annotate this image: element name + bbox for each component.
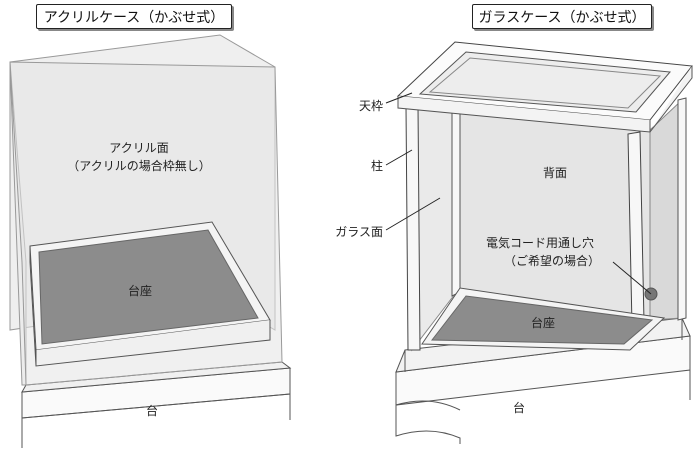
glass-right-panel bbox=[649, 98, 683, 321]
glass-pedestal-label: 台座 bbox=[530, 316, 556, 330]
leader-pillar bbox=[385, 149, 413, 166]
glass-case-drawing bbox=[395, 41, 693, 444]
pillar-back-left bbox=[451, 91, 461, 297]
glass-case-title: ガラスケース（かぶせ式） bbox=[472, 4, 652, 29]
acrylic-case-title: アクリルケース（かぶせ式） bbox=[36, 4, 232, 29]
acrylic-pedestal-label: 台座 bbox=[127, 284, 153, 298]
top-frame-label: 天枠 bbox=[358, 99, 383, 113]
pillar-front-left bbox=[405, 105, 421, 351]
top-frame-inner bbox=[418, 51, 671, 113]
leader-top-frame bbox=[385, 92, 413, 104]
leader-glass-face bbox=[385, 197, 441, 231]
cord-hole-label: 電気コード用通し穴 bbox=[485, 236, 595, 250]
leader-lines bbox=[385, 92, 652, 295]
acrylic-case-drawing bbox=[9, 34, 292, 448]
back-face-label: 背面 bbox=[542, 166, 568, 180]
cord-note-label: （ご希望の場合） bbox=[503, 254, 601, 268]
pillar-label: 柱 bbox=[370, 159, 383, 173]
acrylic-base-label: 台 bbox=[145, 404, 159, 418]
glass-face-label: ガラス面 bbox=[335, 225, 383, 239]
pillar-back-right bbox=[677, 97, 687, 321]
acrylic-pedestal-top bbox=[38, 229, 259, 345]
acrylic-note-label: （アクリルの場合枠無し） bbox=[67, 159, 211, 173]
glass-pedestal-top bbox=[430, 295, 654, 345]
leader-cord-hole bbox=[612, 261, 652, 295]
glass-base-label: 台 bbox=[512, 401, 526, 415]
acrylic-face-label: アクリル面 bbox=[109, 141, 169, 155]
